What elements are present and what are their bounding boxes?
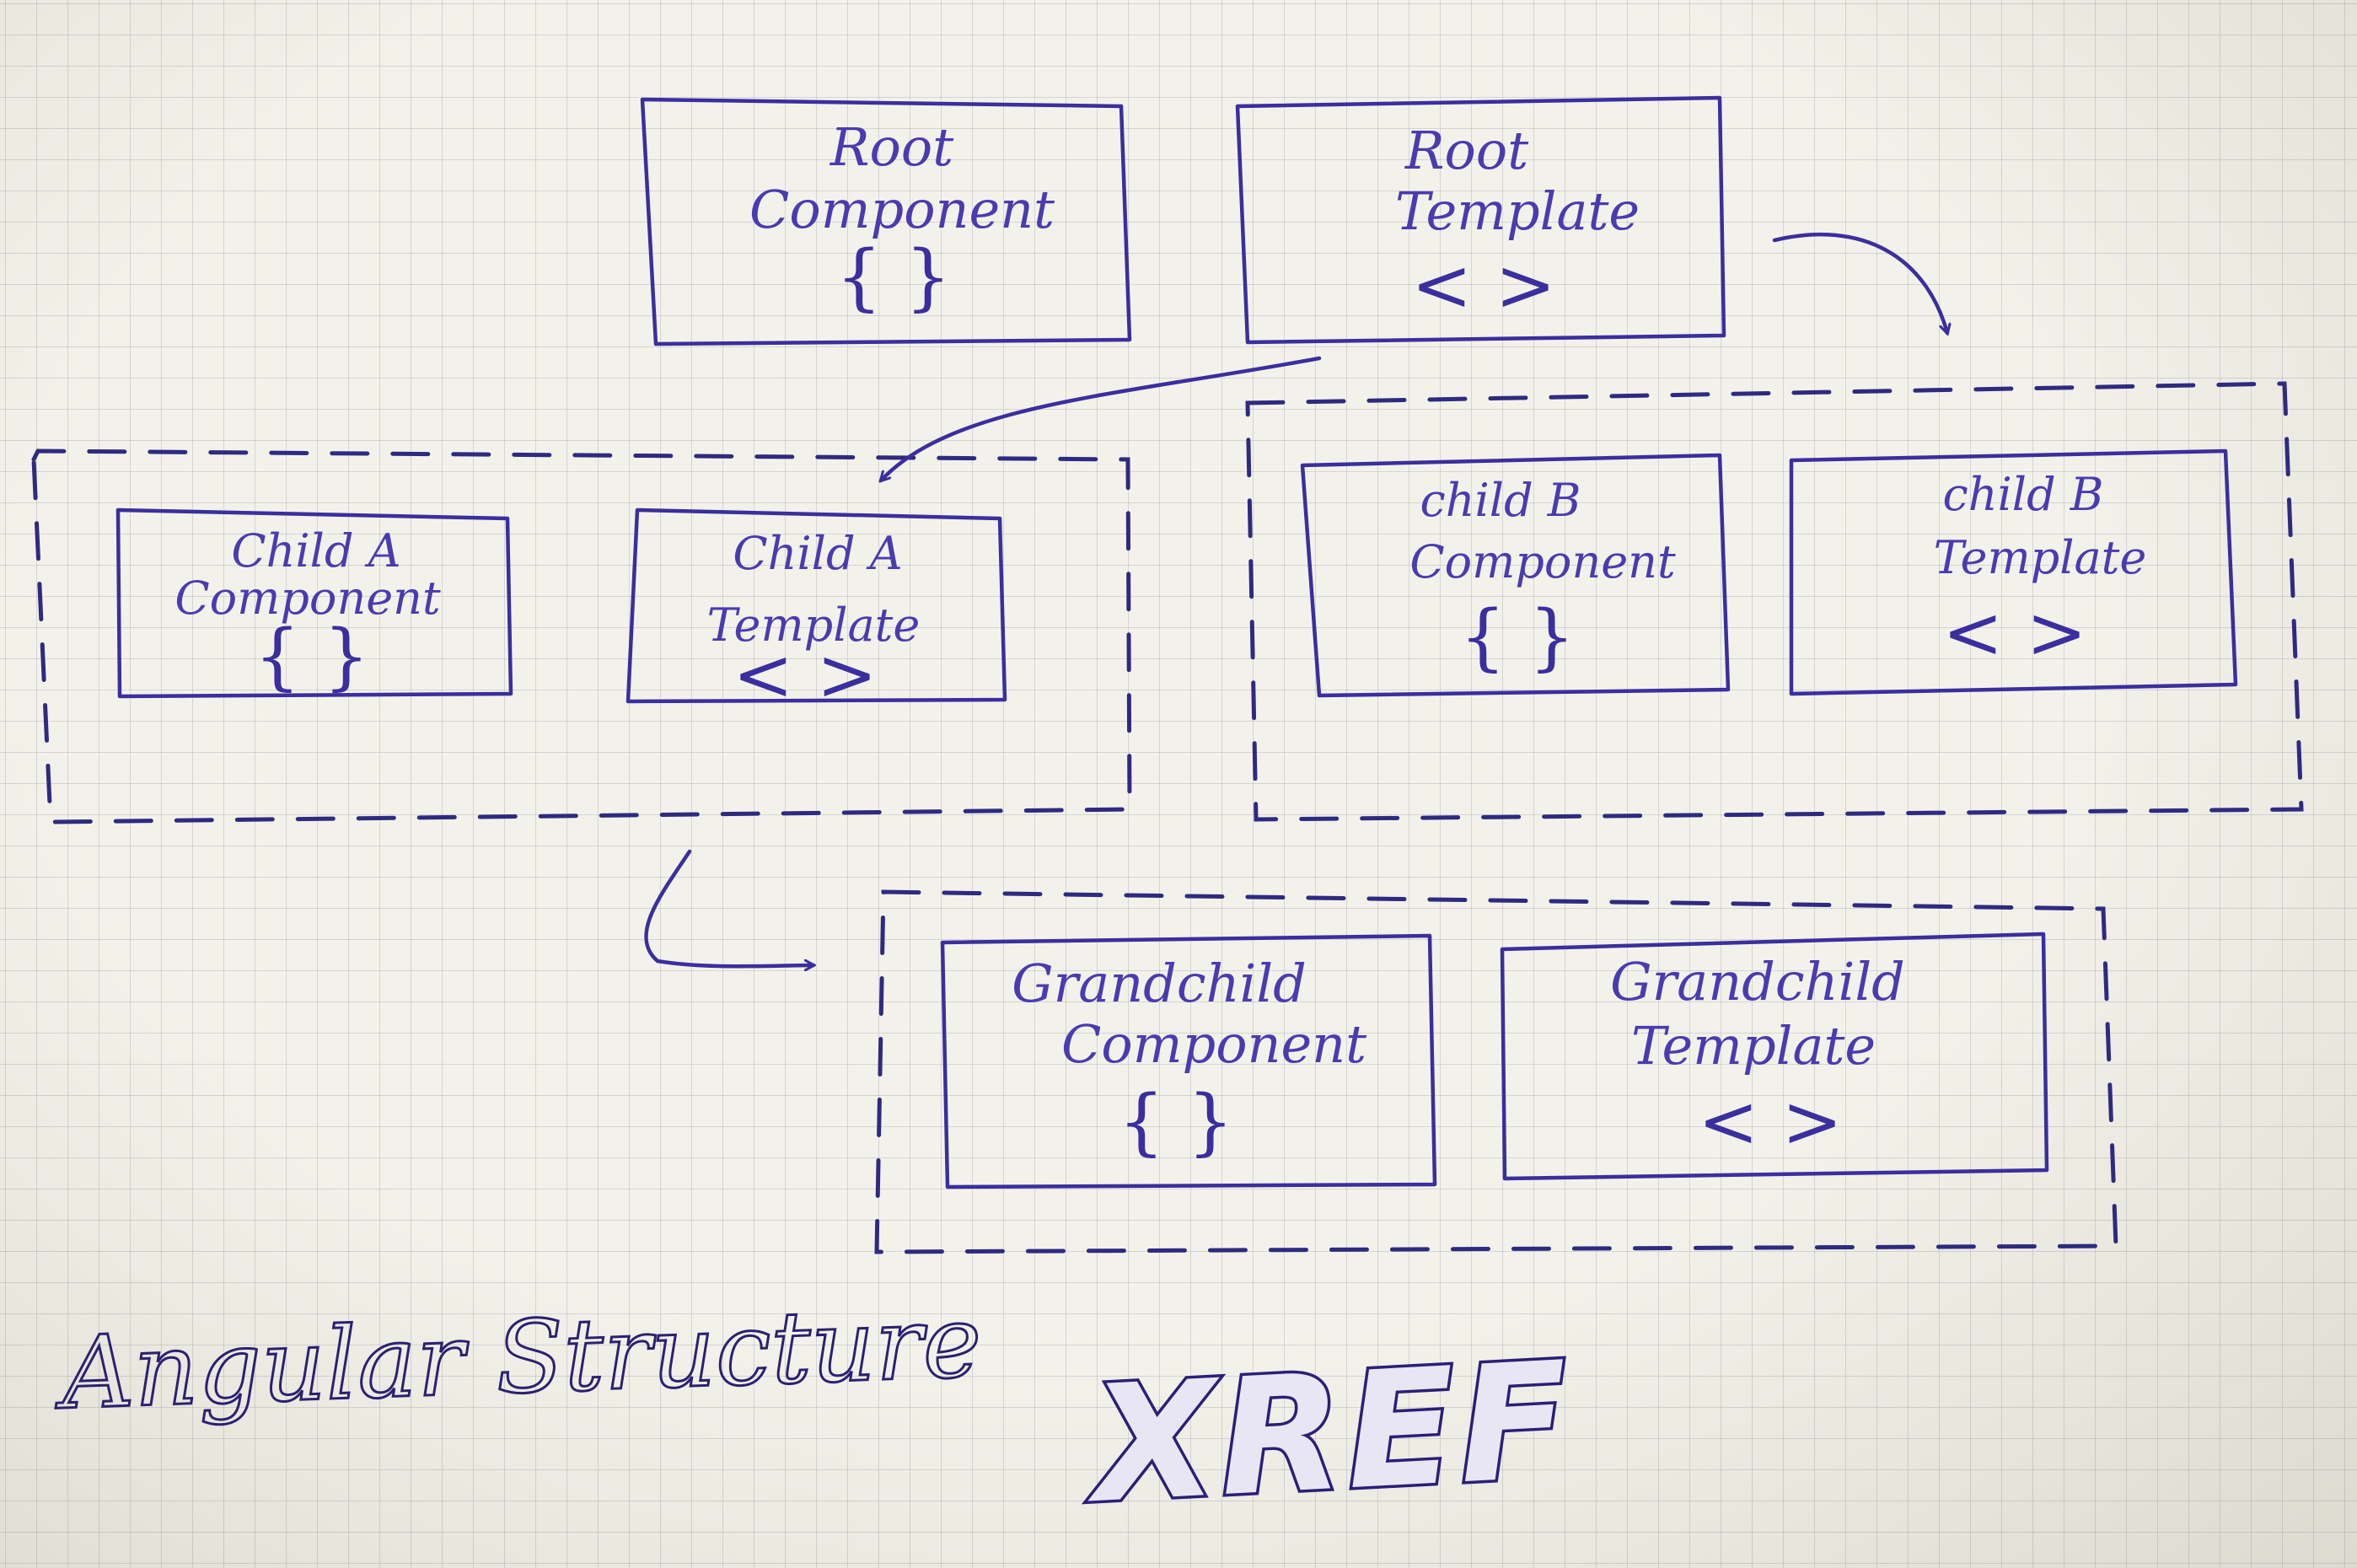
root-template-box: Root Template < >: [1235, 95, 1726, 345]
child-a-group-border: [31, 448, 1132, 824]
child-b-component-box: child B Component { }: [1300, 453, 1731, 698]
child-b-group-border: [1245, 381, 2304, 822]
grandchild-component-box: Grandchild Component { }: [940, 933, 1437, 1189]
grandchild-component-title: Grandchild: [1012, 953, 1307, 1014]
diagram-caption: Angular Structure: [52, 1283, 983, 1431]
child-b-template-border: [1789, 448, 2238, 696]
root-component-title: Root: [830, 116, 953, 178]
child-a-component-border: [115, 507, 513, 699]
grandchild-component-border: [940, 933, 1437, 1189]
grandchild-template-box: Grandchild Template < >: [1500, 932, 2049, 1181]
grandchild-group-border: [874, 889, 2118, 1254]
grandchild-component-subtitle: Component: [1061, 1013, 1366, 1075]
grandchild-template-border: [1500, 932, 2049, 1181]
root-component-box: Root Component { }: [640, 97, 1132, 346]
grandchild-template-title: Grandchild: [1610, 951, 1905, 1012]
child-a-template-box: Child A Template < >: [625, 507, 1007, 717]
root-template-subtitle: Template: [1395, 180, 1640, 242]
angle-brackets-icon: < >: [1411, 244, 1555, 328]
angle-brackets-icon: < >: [1942, 591, 2086, 675]
curly-braces-icon: { }: [836, 235, 952, 320]
xref-logo: XREF: [1080, 1327, 1576, 1538]
child-a-template-subtitle: Template: [707, 599, 921, 652]
child-a-component-subtitle: Component: [174, 572, 441, 625]
curly-braces-icon: { }: [1119, 1080, 1234, 1164]
angle-brackets-icon: < >: [733, 633, 877, 717]
child-b-component-title: child B: [1420, 474, 1581, 527]
child-b-template-title: child B: [1943, 468, 2104, 521]
curly-braces-icon: { }: [255, 615, 370, 699]
child-a-component-title: Child A: [231, 524, 400, 577]
child-b-template-box: child B Template < >: [1789, 448, 2238, 696]
grandchild-template-subtitle: Template: [1631, 1015, 1876, 1077]
root-component-border: [640, 97, 1132, 346]
child-a-template-title: Child A: [733, 527, 902, 580]
child-a-to-grandchild-arrow: [644, 849, 813, 966]
angle-brackets-icon: < >: [1698, 1080, 1842, 1164]
child-b-template-subtitle: Template: [1934, 531, 2147, 584]
root-template-to-child-b-arrow: [1772, 232, 1947, 333]
child-a-component-box: Child A Component { }: [115, 507, 513, 699]
curly-braces-icon: { }: [1460, 595, 1576, 679]
child-b-component-subtitle: Component: [1409, 535, 1676, 588]
root-component-subtitle: Component: [749, 179, 1055, 240]
root-template-to-child-a-arrow: [881, 356, 1322, 481]
root-template-border: [1235, 95, 1726, 345]
root-template-title: Root: [1404, 120, 1528, 181]
child-b-component-border: [1300, 453, 1731, 698]
child-a-template-border: [625, 507, 1007, 704]
